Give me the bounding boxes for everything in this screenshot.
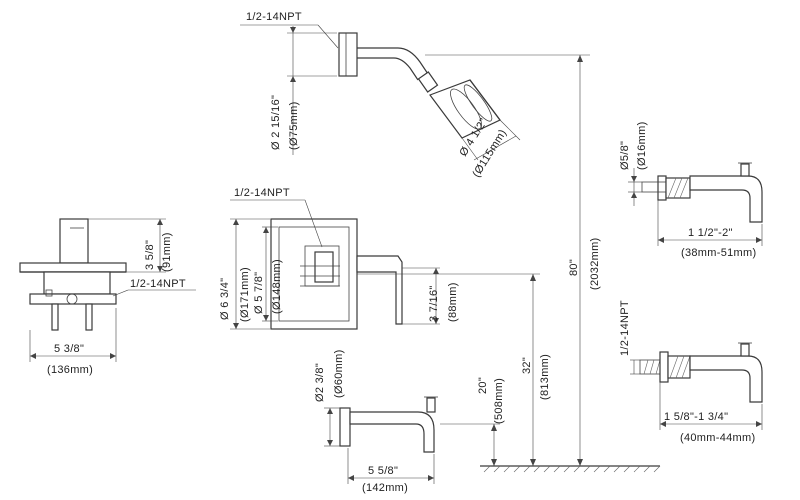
total-height-dimension — [425, 54, 590, 466]
npt-spout-leader — [630, 359, 640, 375]
spout-height-in: 20" — [477, 377, 489, 394]
arm-diameter-in: Ø 2 15/16" — [270, 95, 282, 150]
slip-range-in: 1 1/2"-2" — [688, 227, 733, 239]
npt-label-showerhead: 1/2-14NPT — [246, 11, 302, 23]
plate-inner-in: Ø 5 7/8" — [253, 272, 265, 314]
spout-diameter-dimension — [324, 407, 340, 447]
handle-length-dimension — [402, 267, 440, 325]
handle-length-in: 3 7/16" — [428, 285, 440, 322]
side-width-in: 5 3/8" — [54, 343, 84, 355]
total-height-in: 80" — [568, 259, 580, 276]
spout-length-in: 5 5/8" — [368, 465, 398, 477]
npt-range-dimension — [659, 382, 763, 430]
valve-height-mm: (813mm) — [539, 354, 551, 400]
npt-label-side: 1/2-14NPT — [130, 278, 186, 290]
head-diameter-dimension — [461, 119, 521, 161]
valve-side-drawing — [19, 218, 127, 331]
plate-inner-dimension — [262, 226, 278, 322]
valve-height-dimension — [357, 273, 540, 466]
arm-diameter-mm: (Ø75mm) — [288, 101, 300, 150]
arm-diameter-dimension — [287, 26, 337, 155]
side-depth-mm: (91mm) — [161, 232, 173, 272]
npt-leader-valve — [230, 199, 323, 248]
slip-range-dimension — [657, 200, 763, 246]
slip-range-mm: (38mm-51mm) — [681, 247, 756, 259]
npt-leader-side — [112, 289, 196, 297]
side-depth-dimension — [88, 218, 166, 273]
npt-label-valve: 1/2-14NPT — [234, 187, 290, 199]
npt-range-in: 1 5/8"-1 3/4" — [664, 411, 728, 423]
valve-height-in: 32" — [521, 357, 533, 374]
side-width-mm: (136mm) — [47, 364, 93, 376]
slip-diameter-mm: (Ø16mm) — [636, 121, 648, 170]
side-width-dimension — [29, 308, 117, 362]
npt-range-mm: (40mm-44mm) — [680, 432, 755, 444]
total-height-mm: (2032mm) — [589, 237, 601, 290]
npt-spout-drawing — [639, 342, 763, 403]
plate-outer-dimension — [230, 218, 270, 330]
spout-diameter-in: Ø2 3/8" — [314, 363, 326, 402]
side-depth-in: 3 5/8" — [144, 240, 156, 270]
shower-head-drawing — [338, 32, 501, 139]
npt-label-spout: 1/2-14NPT — [619, 300, 631, 356]
slip-diameter-in: Ø5/8" — [619, 141, 631, 170]
npt-leader-showerhead — [240, 24, 339, 49]
valve-trim-drawing — [270, 218, 403, 330]
spout-height-dimension — [440, 423, 500, 466]
handle-length-mm: (88mm) — [447, 282, 459, 322]
spout-height-mm: (508mm) — [493, 378, 505, 424]
plate-outer-mm: (Ø171mm) — [239, 267, 251, 322]
spout-length-dimension — [347, 448, 435, 484]
plate-inner-mm: (Ø148mm) — [271, 259, 283, 314]
spout-diameter-mm: (Ø60mm) — [333, 349, 345, 398]
plate-outer-in: Ø 6 3/4" — [219, 278, 231, 320]
slip-diameter-dimension — [628, 168, 642, 206]
floor-line — [480, 465, 661, 473]
slip-spout-drawing — [641, 162, 763, 223]
tub-spout-drawing — [339, 396, 438, 453]
spout-length-mm: (142mm) — [362, 482, 408, 494]
